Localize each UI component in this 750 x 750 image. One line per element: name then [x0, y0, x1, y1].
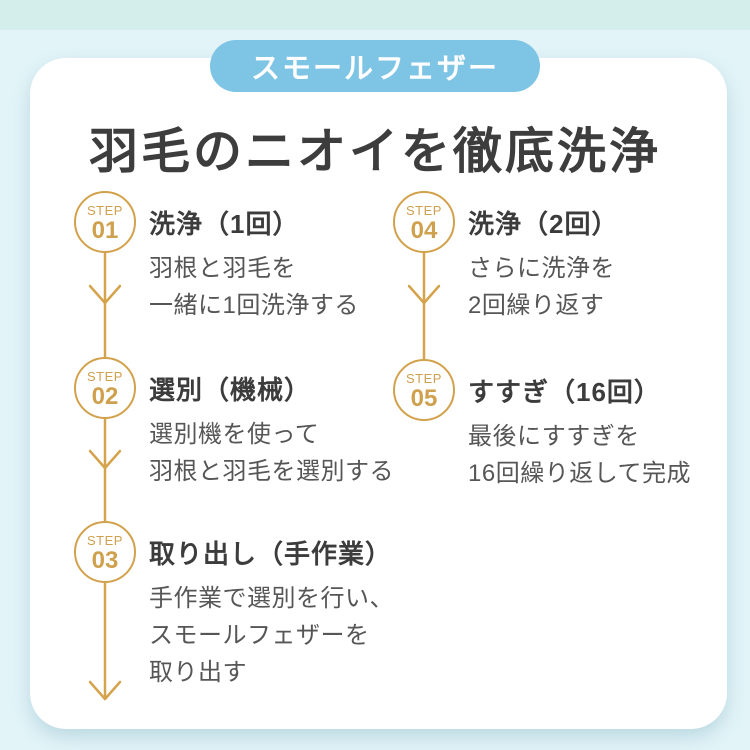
step-description: 最後にすすぎを 16回繰り返して完成 — [468, 418, 691, 492]
step-label: STEP — [406, 370, 442, 386]
step-01-circle-badge: STEP 01 — [74, 191, 136, 253]
step-desc-line: 選別機を使って — [149, 421, 320, 448]
step-04: STEP 04 洗浄（2回） さらに洗浄を 2回繰り返す — [393, 191, 618, 324]
step-label: STEP — [87, 202, 123, 218]
page-title: 羽毛のニオイを徹底洗浄 — [88, 125, 661, 179]
step-description: 羽根と羽毛を 一緒に1回洗浄する — [149, 250, 359, 324]
step-label: STEP — [87, 532, 123, 548]
step-desc-line: 16回繰り返して完成 — [468, 460, 691, 487]
step-05-circle-badge: STEP 05 — [393, 359, 455, 421]
category-badge: スモールフェザー — [210, 40, 540, 92]
step-desc-line: 取り出す — [149, 659, 247, 686]
step-title: 取り出し（手作業） — [149, 538, 393, 569]
step-number: 02 — [91, 382, 119, 410]
content-card — [30, 58, 727, 729]
step-desc-line: 手作業で選別を行い、 — [149, 585, 394, 612]
step-title: 選別（機械） — [149, 374, 312, 405]
step-05: STEP 05 すすぎ（16回） 最後にすすぎを 16回繰り返して完成 — [393, 359, 691, 492]
step-description: 選別機を使って 羽根と羽毛を選別する — [149, 416, 394, 490]
step-desc-line: 2回繰り返す — [468, 292, 605, 319]
step-02-body: 選別（機械） 選別機を使って 羽根と羽毛を選別する — [149, 357, 394, 490]
arrow-down-icon — [88, 253, 122, 357]
step-title: すすぎ（16回） — [468, 376, 661, 407]
step-label: STEP — [87, 368, 123, 384]
step-04-circle-badge: STEP 04 — [393, 191, 455, 253]
step-05-body: すすぎ（16回） 最後にすすぎを 16回繰り返して完成 — [468, 359, 691, 492]
step-02: STEP 02 選別（機械） 選別機を使って 羽根と羽毛を選別する — [74, 357, 394, 490]
step-description: 手作業で選別を行い、 スモールフェザーを 取り出す — [149, 580, 394, 691]
step-number: 04 — [410, 216, 438, 244]
step-desc-line: さらに洗浄を — [468, 255, 615, 282]
step-description: さらに洗浄を 2回繰り返す — [468, 250, 618, 324]
step-02-circle-badge: STEP 02 — [74, 357, 136, 419]
step-desc-line: 羽根と羽毛を選別する — [149, 458, 394, 485]
step-desc-line: スモールフェザーを — [149, 622, 370, 649]
step-desc-line: 羽根と羽毛を — [149, 255, 296, 282]
arrow-down-icon — [88, 583, 122, 702]
step-01: STEP 01 洗浄（1回） 羽根と羽毛を 一緒に1回洗浄する — [74, 191, 359, 324]
step-04-body: 洗浄（2回） さらに洗浄を 2回繰り返す — [468, 191, 618, 324]
step-label: STEP — [406, 202, 442, 218]
step-desc-line: 一緒に1回洗浄する — [149, 292, 359, 319]
arrow-down-icon — [407, 253, 441, 359]
arrow-down-icon — [88, 419, 122, 521]
step-title: 洗浄（1回） — [149, 208, 300, 239]
step-number: 03 — [91, 546, 119, 574]
step-number: 05 — [410, 384, 438, 412]
step-title: 洗浄（2回） — [468, 208, 619, 239]
top-strip — [0, 0, 750, 30]
category-badge-label: スモールフェザー — [250, 53, 499, 85]
step-number: 01 — [91, 216, 119, 244]
step-03: STEP 03 取り出し（手作業） 手作業で選別を行い、 スモールフェザーを 取… — [74, 521, 394, 691]
step-03-body: 取り出し（手作業） 手作業で選別を行い、 スモールフェザーを 取り出す — [149, 521, 394, 691]
step-03-circle-badge: STEP 03 — [74, 521, 136, 583]
step-01-body: 洗浄（1回） 羽根と羽毛を 一緒に1回洗浄する — [149, 191, 359, 324]
step-desc-line: 最後にすすぎを — [468, 423, 640, 450]
